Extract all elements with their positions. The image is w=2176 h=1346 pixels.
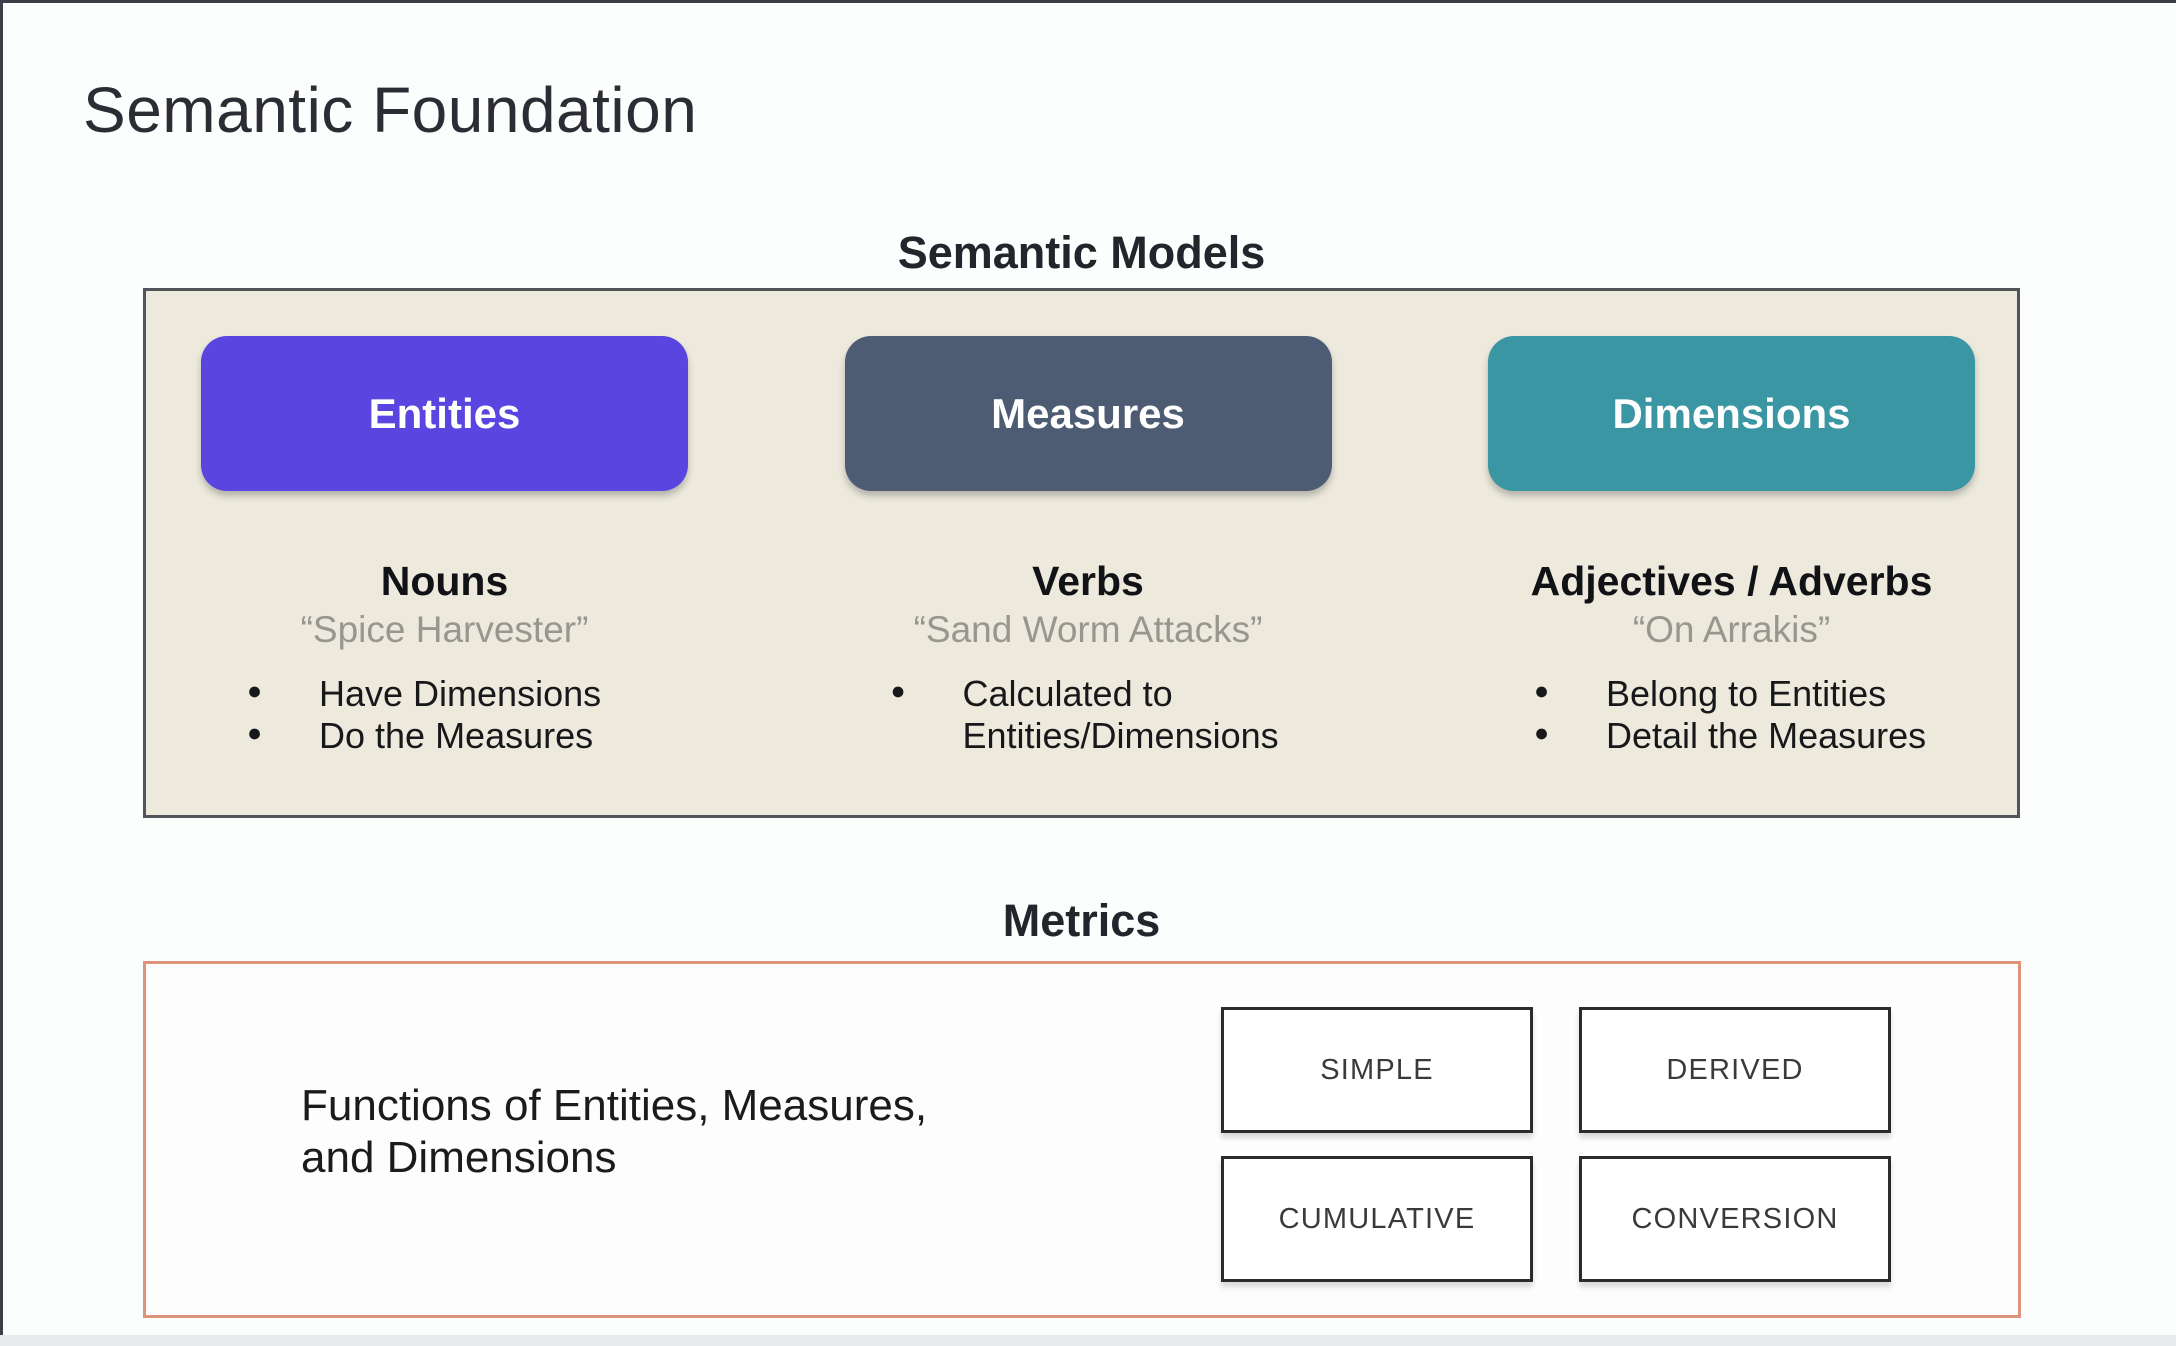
metrics-description-line: Functions of Entities, Measures, [301,1081,928,1130]
entities-column: Entities Nouns “Spice Harvester” ● Have … [201,336,688,815]
entities-bullet-list: ● Have Dimensions ● Do the Measures [241,673,601,757]
metrics-description: Functions of Entities, Measures, and Dim… [301,1080,927,1184]
metric-type-simple: SIMPLE [1221,1007,1533,1133]
dimensions-part-of-speech: Adjectives / Adverbs [1530,558,1933,604]
dimensions-example-quote: “On Arrakis” [1632,609,1831,651]
bullet-item: ● Detail the Measures [1528,715,1926,757]
bottom-edge-strip [0,1335,2176,1346]
metric-type-conversion: CONVERSION [1579,1156,1891,1282]
measures-column: Measures Verbs “Sand Worm Attacks” ● Cal… [844,336,1332,815]
entities-pill: Entities [201,336,688,491]
semantic-models-panel: Entities Nouns “Spice Harvester” ● Have … [143,288,2020,818]
metrics-heading: Metrics [1002,895,1161,946]
metrics-description-line: and Dimensions [301,1132,617,1182]
measures-example-quote: “Sand Worm Attacks” [913,609,1263,651]
dimensions-column: Dimensions Adjectives / Adverbs “On Arra… [1488,336,1975,815]
bullet-dot-icon: ● [1534,718,1550,747]
bullet-item: ● Calculated to Entities/Dimensions [885,673,1332,757]
metric-type-derived: DERIVED [1579,1007,1891,1133]
measures-bullet-list: ● Calculated to Entities/Dimensions [885,673,1332,757]
page-title: Semantic Foundation [83,74,698,146]
bullet-dot-icon: ● [890,676,906,705]
bullet-dot-icon: ● [247,676,263,705]
bullet-item: ● Have Dimensions [241,673,601,715]
bullet-item: ● Belong to Entities [1528,673,1926,715]
metric-type-cumulative: CUMULATIVE [1221,1156,1533,1282]
entities-part-of-speech: Nouns [380,558,509,604]
entities-example-quote: “Spice Harvester” [300,609,589,651]
bullet-dot-icon: ● [1534,676,1550,705]
bullet-item: ● Do the Measures [241,715,601,757]
measures-part-of-speech: Verbs [1032,558,1144,604]
metrics-panel: Functions of Entities, Measures, and Dim… [143,961,2021,1318]
metric-type-grid: SIMPLE DERIVED CUMULATIVE CONVERSION [1221,1007,1891,1282]
measures-pill: Measures [844,336,1332,491]
dimensions-pill: Dimensions [1488,336,1975,491]
semantic-models-heading: Semantic Models [897,227,1266,278]
dimensions-bullet-list: ● Belong to Entities ● Detail the Measur… [1528,673,1926,757]
bullet-dot-icon: ● [247,718,263,747]
